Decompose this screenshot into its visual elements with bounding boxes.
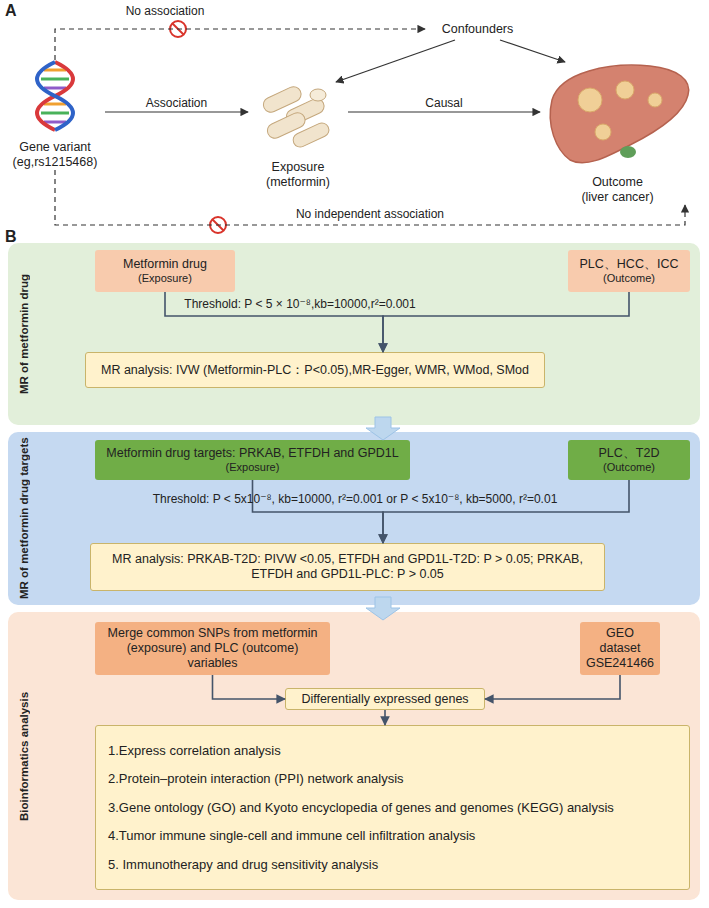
connector-group: [55, 29, 685, 725]
node-text: Exposure: [272, 160, 325, 175]
block-arrow: [366, 597, 400, 620]
capsule: [291, 121, 331, 150]
tablet: [310, 89, 326, 101]
icon-node: Exposure(metformin): [248, 82, 348, 190]
process-box: Merge common SNPs from metformin (exposu…: [95, 622, 330, 675]
node-text: 1.Express correlation analysis: [108, 743, 281, 759]
forbidden-sign: [210, 217, 226, 233]
forbidden-sign: [170, 21, 186, 37]
node-text: (metformin): [266, 175, 330, 190]
edge-label: No association: [95, 4, 235, 18]
node-text: Gene variant: [19, 140, 91, 155]
liver-shape: [550, 65, 688, 163]
dna-strand: [37, 62, 73, 130]
connector-arrow: [384, 710, 386, 725]
panel-letter: B: [5, 228, 17, 246]
panel-band: MR of metformin drug Metformin drug(Expos…: [8, 243, 700, 425]
connector-arrow: [348, 111, 540, 112]
tumor-spot: [648, 93, 662, 107]
connector-arrow: [253, 480, 384, 543]
node-text: 3.Gene ontology (GO) and Kyoto encyclope…: [108, 800, 614, 816]
node-text: Confounders: [442, 22, 514, 37]
node-text: (liver cancer): [581, 190, 653, 205]
result-box: Differentially expressed genes: [285, 688, 485, 710]
node-text: Metformin drug: [123, 257, 207, 272]
pills-icon: [261, 84, 331, 149]
block-arrow: [366, 417, 400, 440]
tumor-spot: [616, 81, 634, 99]
forbidden-circle: [170, 21, 186, 37]
dna-rung: [44, 121, 66, 124]
node-text: (Exposure): [226, 461, 280, 474]
process-box: PLC、HCC、ICC(Outcome): [568, 250, 690, 292]
panel-band: MR of metformin drug targets Metformin dr…: [8, 432, 700, 605]
node-text: GEO dataset GSE241466: [585, 626, 655, 671]
connector-arrow: [105, 111, 248, 112]
side-label: MR of metformin drug: [11, 243, 37, 425]
dna-rung: [44, 69, 66, 72]
icon-node: Gene variant(eg,rs1215468): [5, 60, 105, 170]
edge-label: Threshold: P < 5x10⁻⁸, kb=10000, r²=0.00…: [110, 492, 600, 506]
process-box: Metformin drug targets: PRKAB, ETFDH and…: [95, 440, 410, 480]
connector-arrow: [165, 292, 383, 352]
connector-arrow: [383, 292, 629, 352]
node-text: (Outcome): [603, 272, 655, 285]
node-text: Merge common SNPs from metformin (exposu…: [100, 626, 325, 671]
dashed-arrow: [55, 29, 425, 60]
node-text: 4.Tumor immune single-cell and immune ce…: [108, 828, 475, 844]
dna-rung: [44, 87, 66, 90]
dashed-arrow: [55, 170, 685, 225]
result-box: MR analysis: IVW (Metformin-PLC：P<0.05),…: [85, 352, 545, 388]
forbidden-circle: [210, 217, 226, 233]
connector-arrow: [213, 675, 286, 699]
node-text: 5. Immunotherapy and drug sensitivity an…: [108, 857, 378, 873]
edge-label: Association: [105, 96, 248, 110]
forbidden-slash: [173, 24, 184, 35]
side-label: Bioinformatics analysis: [11, 612, 37, 900]
node-text: 2.Protein–protein interaction (PPI) netw…: [108, 771, 404, 787]
dna-icon: [37, 62, 73, 130]
connector-arrow: [500, 40, 565, 62]
dna-rung: [44, 103, 66, 106]
tumor-spot: [578, 88, 602, 112]
connector-arrow: [485, 675, 620, 699]
liver-icon: [550, 65, 688, 163]
node-text: Metformin drug targets: PRKAB, ETFDH and…: [106, 446, 398, 461]
node-text: MR analysis: PRKAB-T2D: PIVW <0.05, ETFD…: [96, 552, 599, 582]
result-box: MR analysis: PRKAB-T2D: PIVW <0.05, ETFD…: [90, 543, 605, 591]
node-text: Outcome: [592, 175, 643, 190]
dna-strand: [37, 62, 73, 130]
tumor-spot: [595, 124, 611, 140]
node-text: (eg,rs1215468): [13, 155, 98, 170]
icon-node: Outcome(liver cancer): [540, 62, 695, 205]
edge-label: Threshold: P < 5 × 10⁻⁸,kb=10000,r²=0.00…: [95, 297, 505, 311]
panel-letter: A: [5, 2, 17, 20]
analysis-list-box: 1.Express correlation analysis 2.Protein–…: [95, 725, 690, 890]
process-box: GEO dataset GSE241466: [580, 622, 660, 675]
text-node: Confounders: [425, 18, 530, 40]
edge-label: Causal: [348, 96, 540, 110]
process-box: Metformin drug(Exposure): [95, 250, 235, 292]
gallbladder: [620, 146, 636, 158]
node-text: Differentially expressed genes: [301, 692, 468, 707]
forbidden-slash: [213, 220, 224, 231]
node-text: (Outcome): [603, 461, 655, 474]
node-text: PLC、T2D: [599, 446, 660, 461]
dna-rung: [41, 78, 69, 81]
dna-rung: [41, 112, 69, 115]
process-box: PLC、T2D(Outcome): [568, 440, 690, 480]
connector-arrow: [383, 480, 629, 543]
node-text: (Exposure): [138, 272, 192, 285]
edge-label: No independent association: [260, 207, 480, 221]
node-text: MR analysis: IVW (Metformin-PLC：P<0.05),…: [101, 363, 529, 378]
side-label: MR of metformin drug targets: [11, 432, 37, 605]
connector-arrow: [336, 40, 455, 82]
node-text: PLC、HCC、ICC: [580, 257, 679, 272]
panel-band: Bioinformatics analysis Merge common SNPs…: [8, 612, 700, 900]
